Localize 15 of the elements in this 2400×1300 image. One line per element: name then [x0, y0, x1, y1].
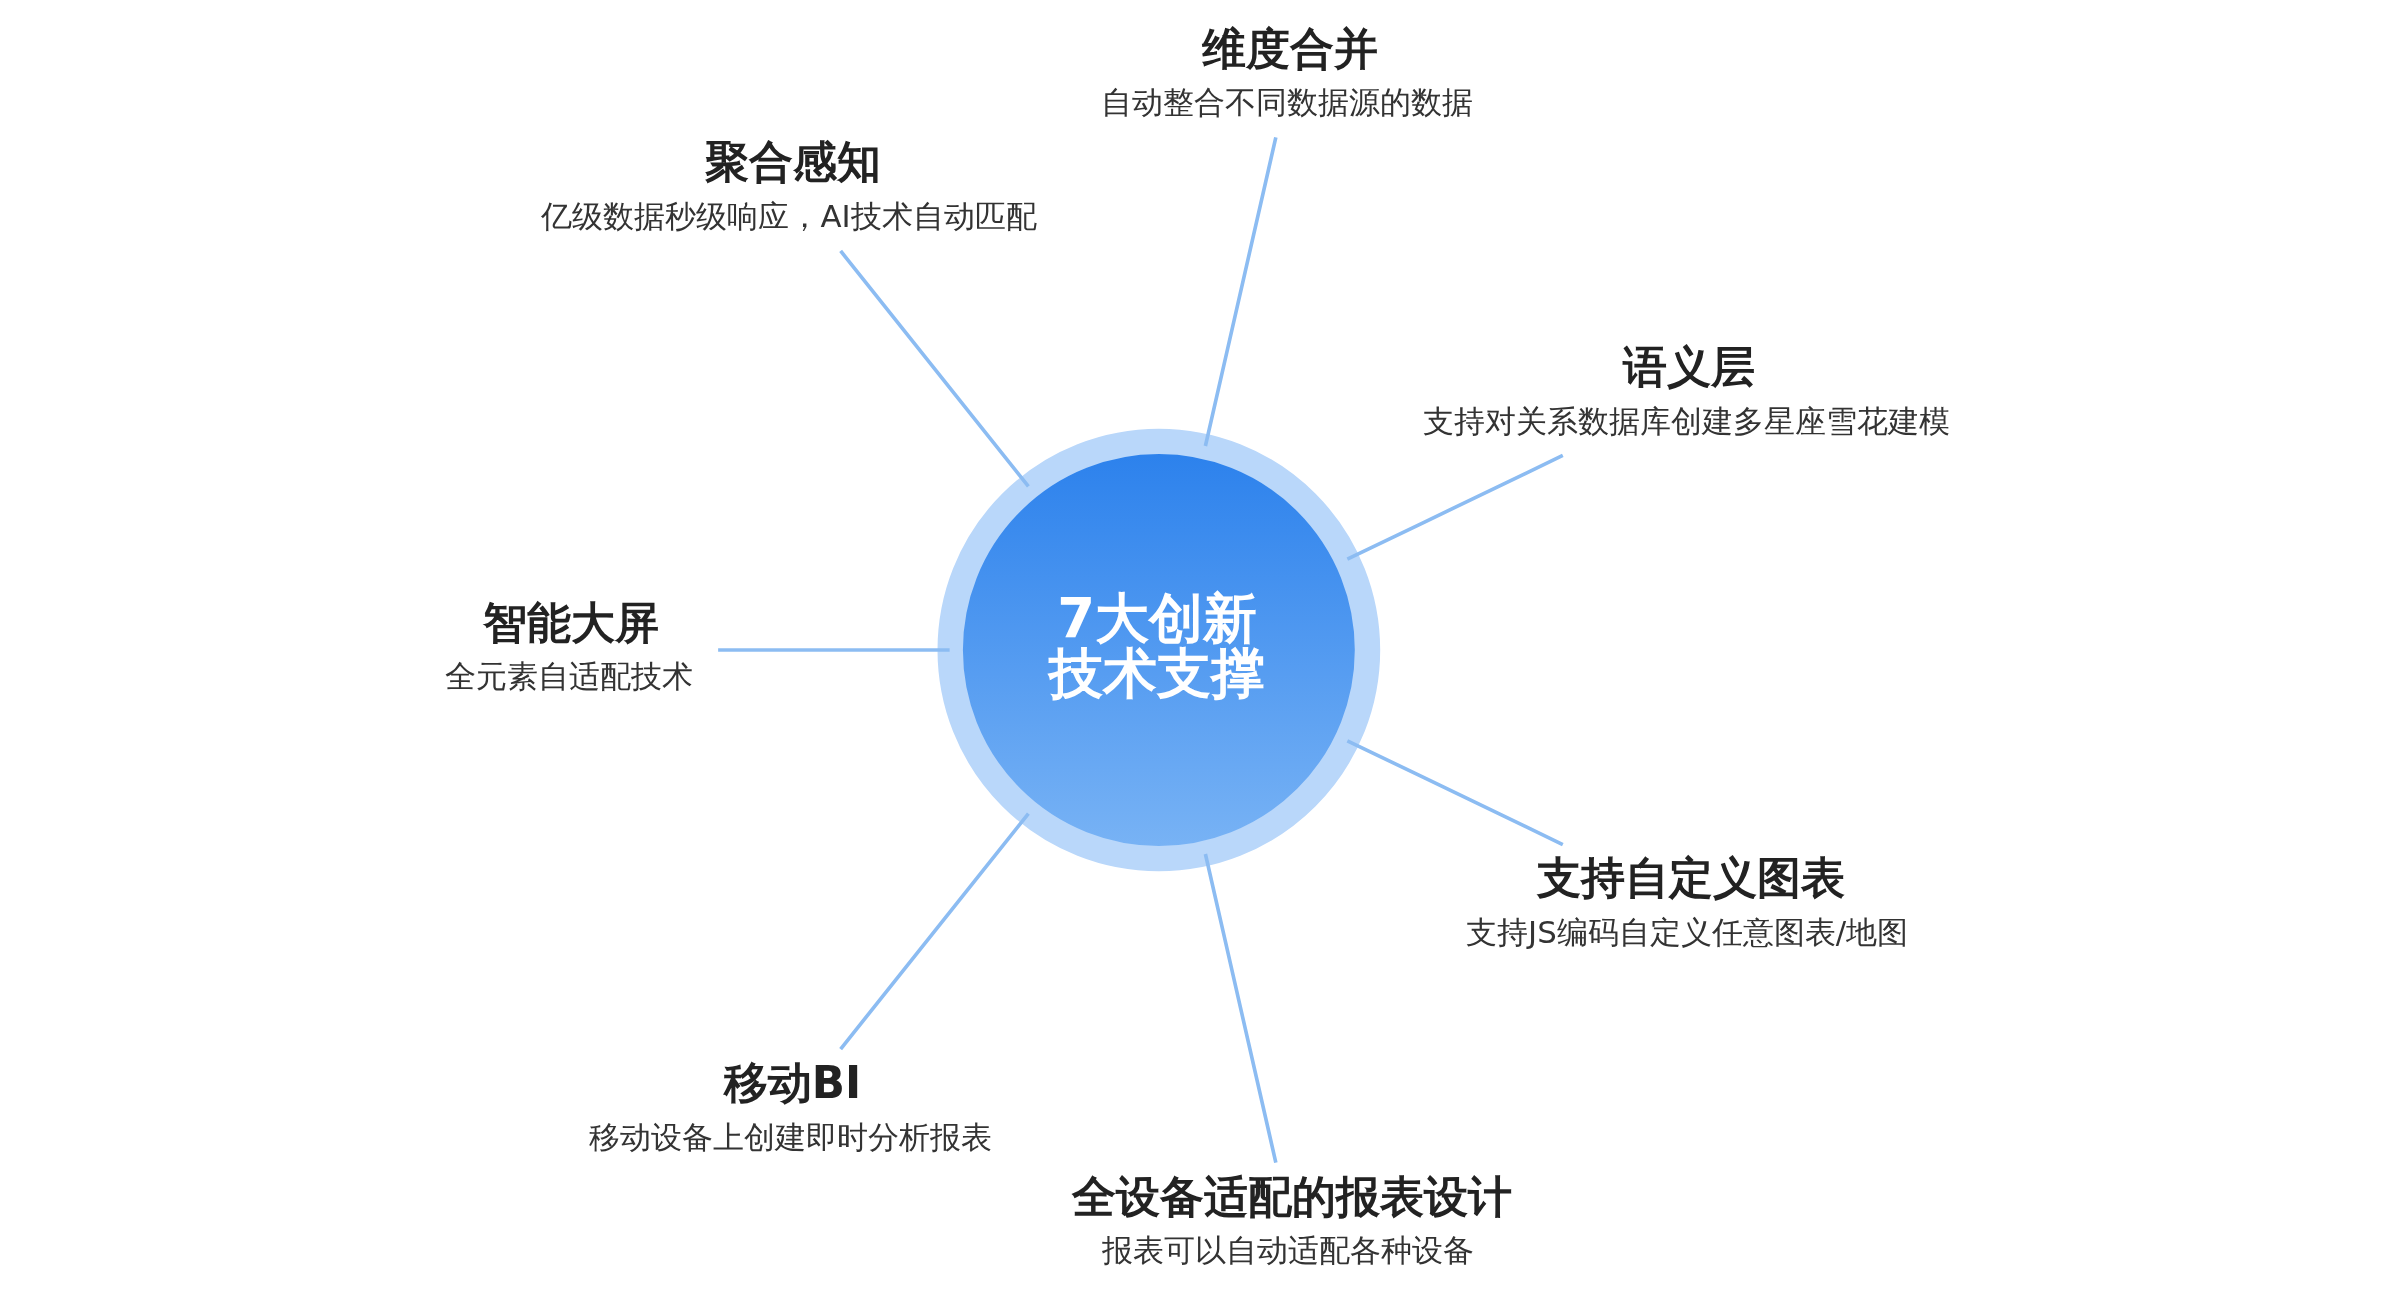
- connector: [1203, 137, 1278, 447]
- node-text: 移动BI 移动设备上创建即时分析报表: [588, 1057, 992, 1155]
- node-text: 支持自定义图表 支持JS编码自定义任意图表/地图: [1466, 853, 1909, 950]
- connector: [1346, 739, 1564, 847]
- node-text: 语义层 支持对关系数据库创建多星座雪花建模: [1422, 342, 1950, 439]
- node-text: 智能大屏 全元素自适配技术: [444, 597, 693, 695]
- connector: [1203, 853, 1278, 1163]
- connector: [839, 249, 1030, 488]
- connector: [1346, 453, 1564, 561]
- node-text: 维度合并 自动整合不同数据源的数据: [1101, 23, 1474, 121]
- node-text: 全设备适配的报表设计 报表可以自动适配各种设备: [1072, 1171, 1513, 1269]
- connector: [839, 812, 1030, 1051]
- connector: [718, 648, 950, 652]
- node-circle: 7大创新技术支撑: [937, 428, 1381, 872]
- node-text: 聚合感知 亿级数据秒级响应，AI技术自动匹配: [541, 137, 1037, 235]
